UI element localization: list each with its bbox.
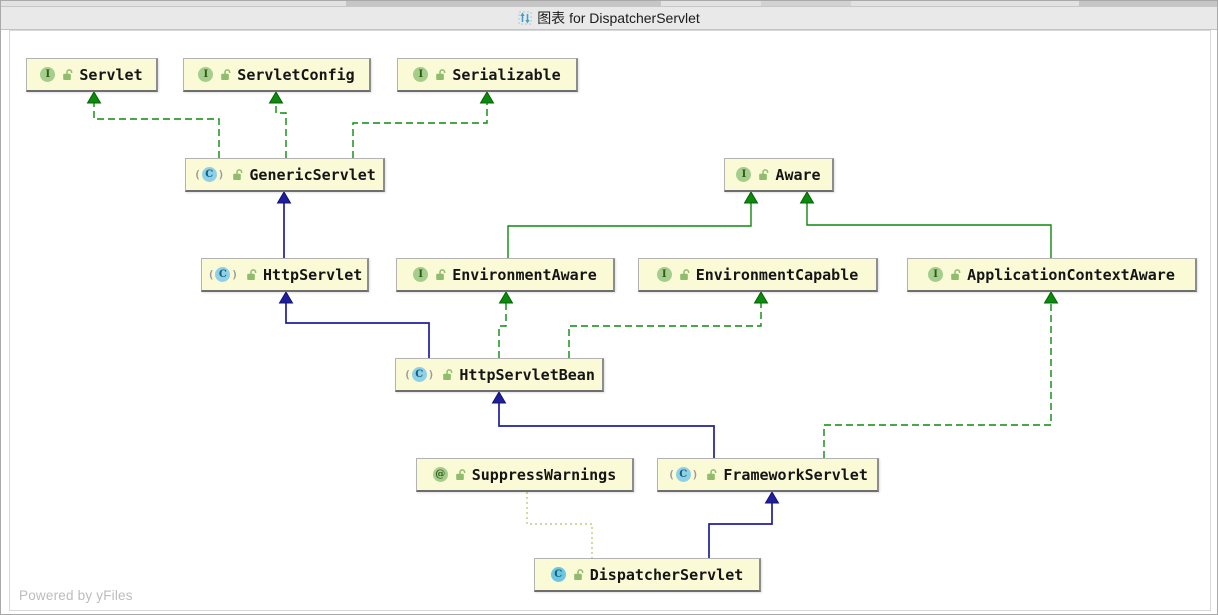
annotation-icon: @ (432, 467, 448, 482)
node-label: SuppressWarnings (471, 465, 617, 484)
abstract-icon: (C) (194, 167, 225, 182)
abstract-icon: (C) (207, 267, 238, 282)
node-label: Aware (775, 165, 821, 184)
unlocked-icon (679, 269, 690, 280)
node-Servlet[interactable]: I Servlet (26, 58, 158, 92)
interface-icon: I (413, 267, 429, 282)
node-label: ServletConfig (237, 65, 355, 84)
node-DispatcherServlet[interactable]: C DispatcherServlet (534, 558, 761, 592)
abstract-icon: (C) (668, 467, 699, 482)
node-EnvironmentCapable[interactable]: I EnvironmentCapable (638, 258, 878, 292)
interface-icon: I (736, 167, 752, 182)
interface-icon: I (413, 67, 429, 82)
background-fragment (1079, 1, 1217, 6)
node-Serializable[interactable]: I Serializable (397, 58, 578, 92)
yfiles-watermark: Powered by yFiles (19, 588, 133, 603)
background-window-sliver (1, 1, 1217, 6)
node-label: HttpServlet (262, 265, 363, 284)
node-label: EnvironmentCapable (695, 265, 859, 284)
unlocked-icon (759, 169, 769, 180)
abstract-icon: (C) (404, 367, 435, 382)
interface-icon: I (928, 267, 944, 282)
node-label: Serializable (452, 65, 561, 84)
unlocked-icon (436, 69, 446, 80)
unlocked-icon (951, 269, 961, 280)
node-label: HttpServletBean (459, 365, 595, 384)
interface-icon: I (40, 67, 56, 82)
node-label: Servlet (79, 65, 143, 84)
background-fragment (761, 1, 851, 6)
node-label: DispatcherServlet (589, 565, 744, 584)
node-GenericServlet[interactable]: (C) GenericServlet (185, 158, 385, 192)
unlocked-icon (443, 369, 453, 380)
class-icon: C (550, 567, 566, 582)
diagram-canvas[interactable] (9, 30, 1211, 611)
unlocked-icon (707, 469, 717, 480)
interface-icon: I (198, 67, 214, 82)
unlocked-icon (63, 69, 73, 80)
node-ServletConfig[interactable]: I ServletConfig (183, 58, 371, 92)
unlocked-icon (573, 569, 584, 580)
node-label: GenericServlet (249, 165, 376, 184)
diagram-icon (518, 11, 532, 25)
node-label: ApplicationContextAware (967, 265, 1175, 284)
unlocked-icon (221, 69, 231, 80)
node-label: EnvironmentAware (452, 265, 597, 284)
node-ApplicationContextAware[interactable]: I ApplicationContextAware (907, 258, 1197, 292)
unlocked-icon (247, 269, 257, 280)
node-EnvironmentAware[interactable]: I EnvironmentAware (396, 258, 615, 292)
background-fragment (346, 1, 661, 6)
node-FrameworkServlet[interactable]: (C) FrameworkServlet (657, 458, 879, 492)
node-HttpServletBean[interactable]: (C) HttpServletBean (395, 358, 604, 392)
node-label: FrameworkServlet (723, 465, 868, 484)
node-HttpServlet[interactable]: (C) HttpServlet (201, 258, 369, 292)
diagram-tab[interactable]: 图表 for DispatcherServlet (1, 6, 1217, 30)
tab-title: 图表 for DispatcherServlet (537, 10, 700, 26)
unlocked-icon (233, 169, 243, 180)
unlocked-icon (455, 469, 466, 480)
node-SuppressWarnings[interactable]: @ SuppressWarnings (416, 458, 634, 492)
node-Aware[interactable]: I Aware (724, 158, 834, 192)
unlocked-icon (436, 269, 446, 280)
interface-icon: I (656, 267, 672, 282)
